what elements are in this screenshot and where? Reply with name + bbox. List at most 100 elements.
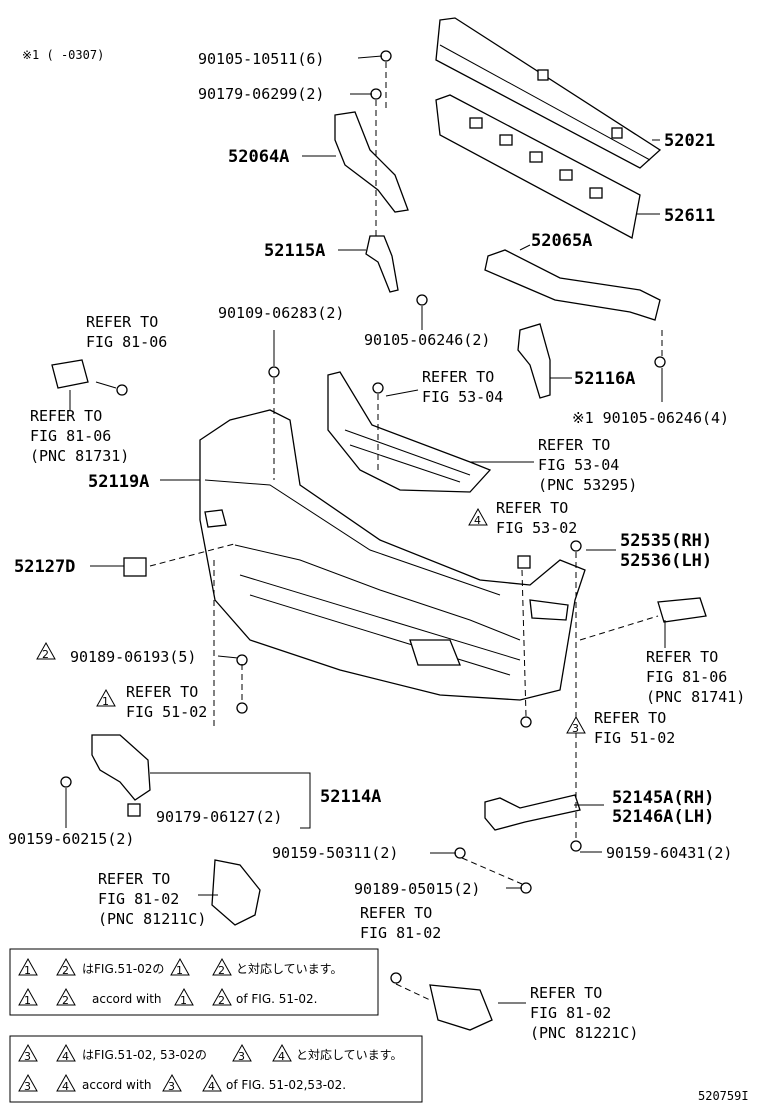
label-90105-10511: 90105-10511(6): [198, 50, 324, 68]
svg-text:4: 4: [208, 1080, 215, 1093]
refer-51-02-a: 1 REFER TO FIG 51-02: [96, 683, 207, 721]
svg-text:3: 3: [24, 1050, 31, 1063]
svg-text:REFER TO: REFER TO: [126, 683, 198, 701]
refer-53295: REFER TO FIG 53-04 (PNC 53295): [538, 436, 637, 494]
svg-text:REFER TO: REFER TO: [530, 984, 602, 1002]
svg-text:accord with: accord with: [92, 992, 162, 1006]
svg-text:1: 1: [24, 994, 31, 1007]
svg-text:4: 4: [62, 1050, 69, 1063]
absorber-52611: [435, 94, 641, 239]
svg-text:FIG 51-02: FIG 51-02: [126, 703, 207, 721]
svg-text:REFER TO: REFER TO: [360, 904, 432, 922]
label-90179-06299: 90179-06299(2): [198, 85, 324, 103]
fog-lamp-81211c: [211, 859, 261, 926]
label-52535-rh: 52535(RH): [620, 531, 712, 551]
label-90189-05015: 90189-05015(2): [354, 880, 480, 898]
bracket-52116a: [517, 323, 551, 399]
fasteners: [60, 50, 666, 984]
dashed-lines: [149, 62, 663, 1001]
svg-text:1: 1: [102, 695, 109, 708]
plate-52114a: [91, 734, 151, 801]
side-marker-81731: [51, 359, 89, 389]
label-90189-06193: 90189-06193(5): [70, 648, 196, 666]
refer-53-02: 4 REFER TO FIG 53-02: [468, 499, 577, 537]
label-90159-60215: 90159-60215(2): [8, 830, 134, 848]
refer-53-04-a: REFER TO FIG 53-04: [422, 368, 503, 406]
svg-text:accord with: accord with: [82, 1078, 152, 1092]
svg-text:of FIG. 51-02,53-02.: of FIG. 51-02,53-02.: [226, 1078, 346, 1092]
svg-text:REFER TO: REFER TO: [538, 436, 610, 454]
label-52146a-lh: 52146A(LH): [612, 807, 714, 827]
svg-text:REFER TO: REFER TO: [496, 499, 568, 517]
svg-text:FIG 53-02: FIG 53-02: [496, 519, 577, 537]
label-52611: 52611: [664, 206, 715, 226]
svg-text:REFER TO: REFER TO: [646, 648, 718, 666]
bracket-52064a: [334, 111, 409, 213]
svg-text:FIG 81-06: FIG 81-06: [86, 333, 167, 351]
label-52127d: 52127D: [14, 557, 75, 577]
svg-text:REFER TO: REFER TO: [422, 368, 494, 386]
svg-text:4: 4: [278, 1050, 285, 1063]
svg-text:REFER TO: REFER TO: [30, 407, 102, 425]
svg-text:(PNC 81741): (PNC 81741): [646, 688, 745, 706]
label-52116a: 52116A: [574, 369, 635, 389]
label-52114a: 52114A: [320, 787, 381, 807]
svg-text:はFIG.51-02の: はFIG.51-02の: [82, 962, 164, 976]
label-52065a: 52065A: [531, 231, 592, 251]
refer-51-02-b: 3 REFER TO FIG 51-02: [566, 709, 675, 747]
label-90109-06283: 90109-06283(2): [218, 304, 344, 322]
refer-81731: REFER TO FIG 81-06 (PNC 81731): [30, 407, 129, 465]
svg-text:2: 2: [218, 994, 225, 1007]
svg-text:と対応しています。: と対応しています。: [236, 962, 342, 976]
svg-text:4: 4: [62, 1080, 69, 1093]
triangle-2-text: 2: [42, 648, 49, 661]
svg-text:(PNC 53295): (PNC 53295): [538, 476, 637, 494]
figure-code: 520759I: [698, 1089, 749, 1103]
leader-lines: [65, 55, 666, 1004]
svg-text:FIG 51-02: FIG 51-02: [594, 729, 675, 747]
refer-81731-top: REFER TO FIG 81-06: [86, 313, 167, 351]
header-note: ※1 ( -0307): [22, 48, 104, 62]
svg-text:1: 1: [24, 964, 31, 977]
svg-text:FIG 81-02: FIG 81-02: [98, 890, 179, 908]
grille-53295: [327, 371, 492, 493]
clip-52127d: [123, 557, 147, 577]
label-52064a: 52064A: [228, 147, 289, 167]
label-52145a-rh: 52145A(RH): [612, 788, 714, 808]
svg-text:REFER TO: REFER TO: [98, 870, 170, 888]
label-52115a: 52115A: [264, 241, 325, 261]
label-52119a: 52119A: [88, 472, 149, 492]
svg-text:(PNC 81731): (PNC 81731): [30, 447, 129, 465]
bumper-cover-52119a: [199, 409, 586, 701]
label-90179-06127: 90179-06127(2): [156, 808, 282, 826]
svg-text:FIG 81-06: FIG 81-06: [646, 668, 727, 686]
label-90159-50311: 90159-50311(2): [272, 844, 398, 862]
svg-text:1: 1: [180, 994, 187, 1007]
svg-text:(PNC 81221C): (PNC 81221C): [530, 1024, 638, 1042]
note-box-2: 3 4 はFIG.51-02, 53-02の 3 4 と対応しています。 3 4…: [9, 1035, 423, 1103]
svg-text:FIG 81-02: FIG 81-02: [360, 924, 441, 942]
label-90105-06246-2: 90105-06246(2): [364, 331, 490, 349]
svg-text:FIG 81-02: FIG 81-02: [530, 1004, 611, 1022]
reinforcement-52021: [435, 17, 662, 169]
fog-lamp-81221c: [429, 984, 493, 1031]
note-box-1: 1 2 はFIG.51-02の 1 2 と対応しています。 1 2 accord…: [9, 948, 379, 1016]
label-90105-06246-4: ※1 90105-06246(4): [572, 409, 729, 427]
bracket-52145a: [484, 794, 581, 831]
svg-text:3: 3: [24, 1080, 31, 1093]
bracket-52065a: [484, 249, 661, 321]
refer-81221c: REFER TO FIG 81-02 (PNC 81221C): [530, 984, 638, 1042]
svg-text:(PNC 81211C): (PNC 81211C): [98, 910, 206, 928]
svg-text:4: 4: [474, 514, 481, 527]
svg-text:FIG 53-04: FIG 53-04: [422, 388, 503, 406]
side-marker-81741: [657, 597, 707, 623]
refer-81741: REFER TO FIG 81-06 (PNC 81741): [646, 648, 745, 706]
refer-81211c: REFER TO FIG 81-02 (PNC 81211C): [98, 870, 206, 928]
svg-text:FIG 81-06: FIG 81-06: [30, 427, 111, 445]
label-90159-60431: 90159-60431(2): [606, 844, 732, 862]
svg-text:1: 1: [176, 964, 183, 977]
label-52021: 52021: [664, 131, 715, 151]
svg-text:3: 3: [572, 722, 579, 735]
